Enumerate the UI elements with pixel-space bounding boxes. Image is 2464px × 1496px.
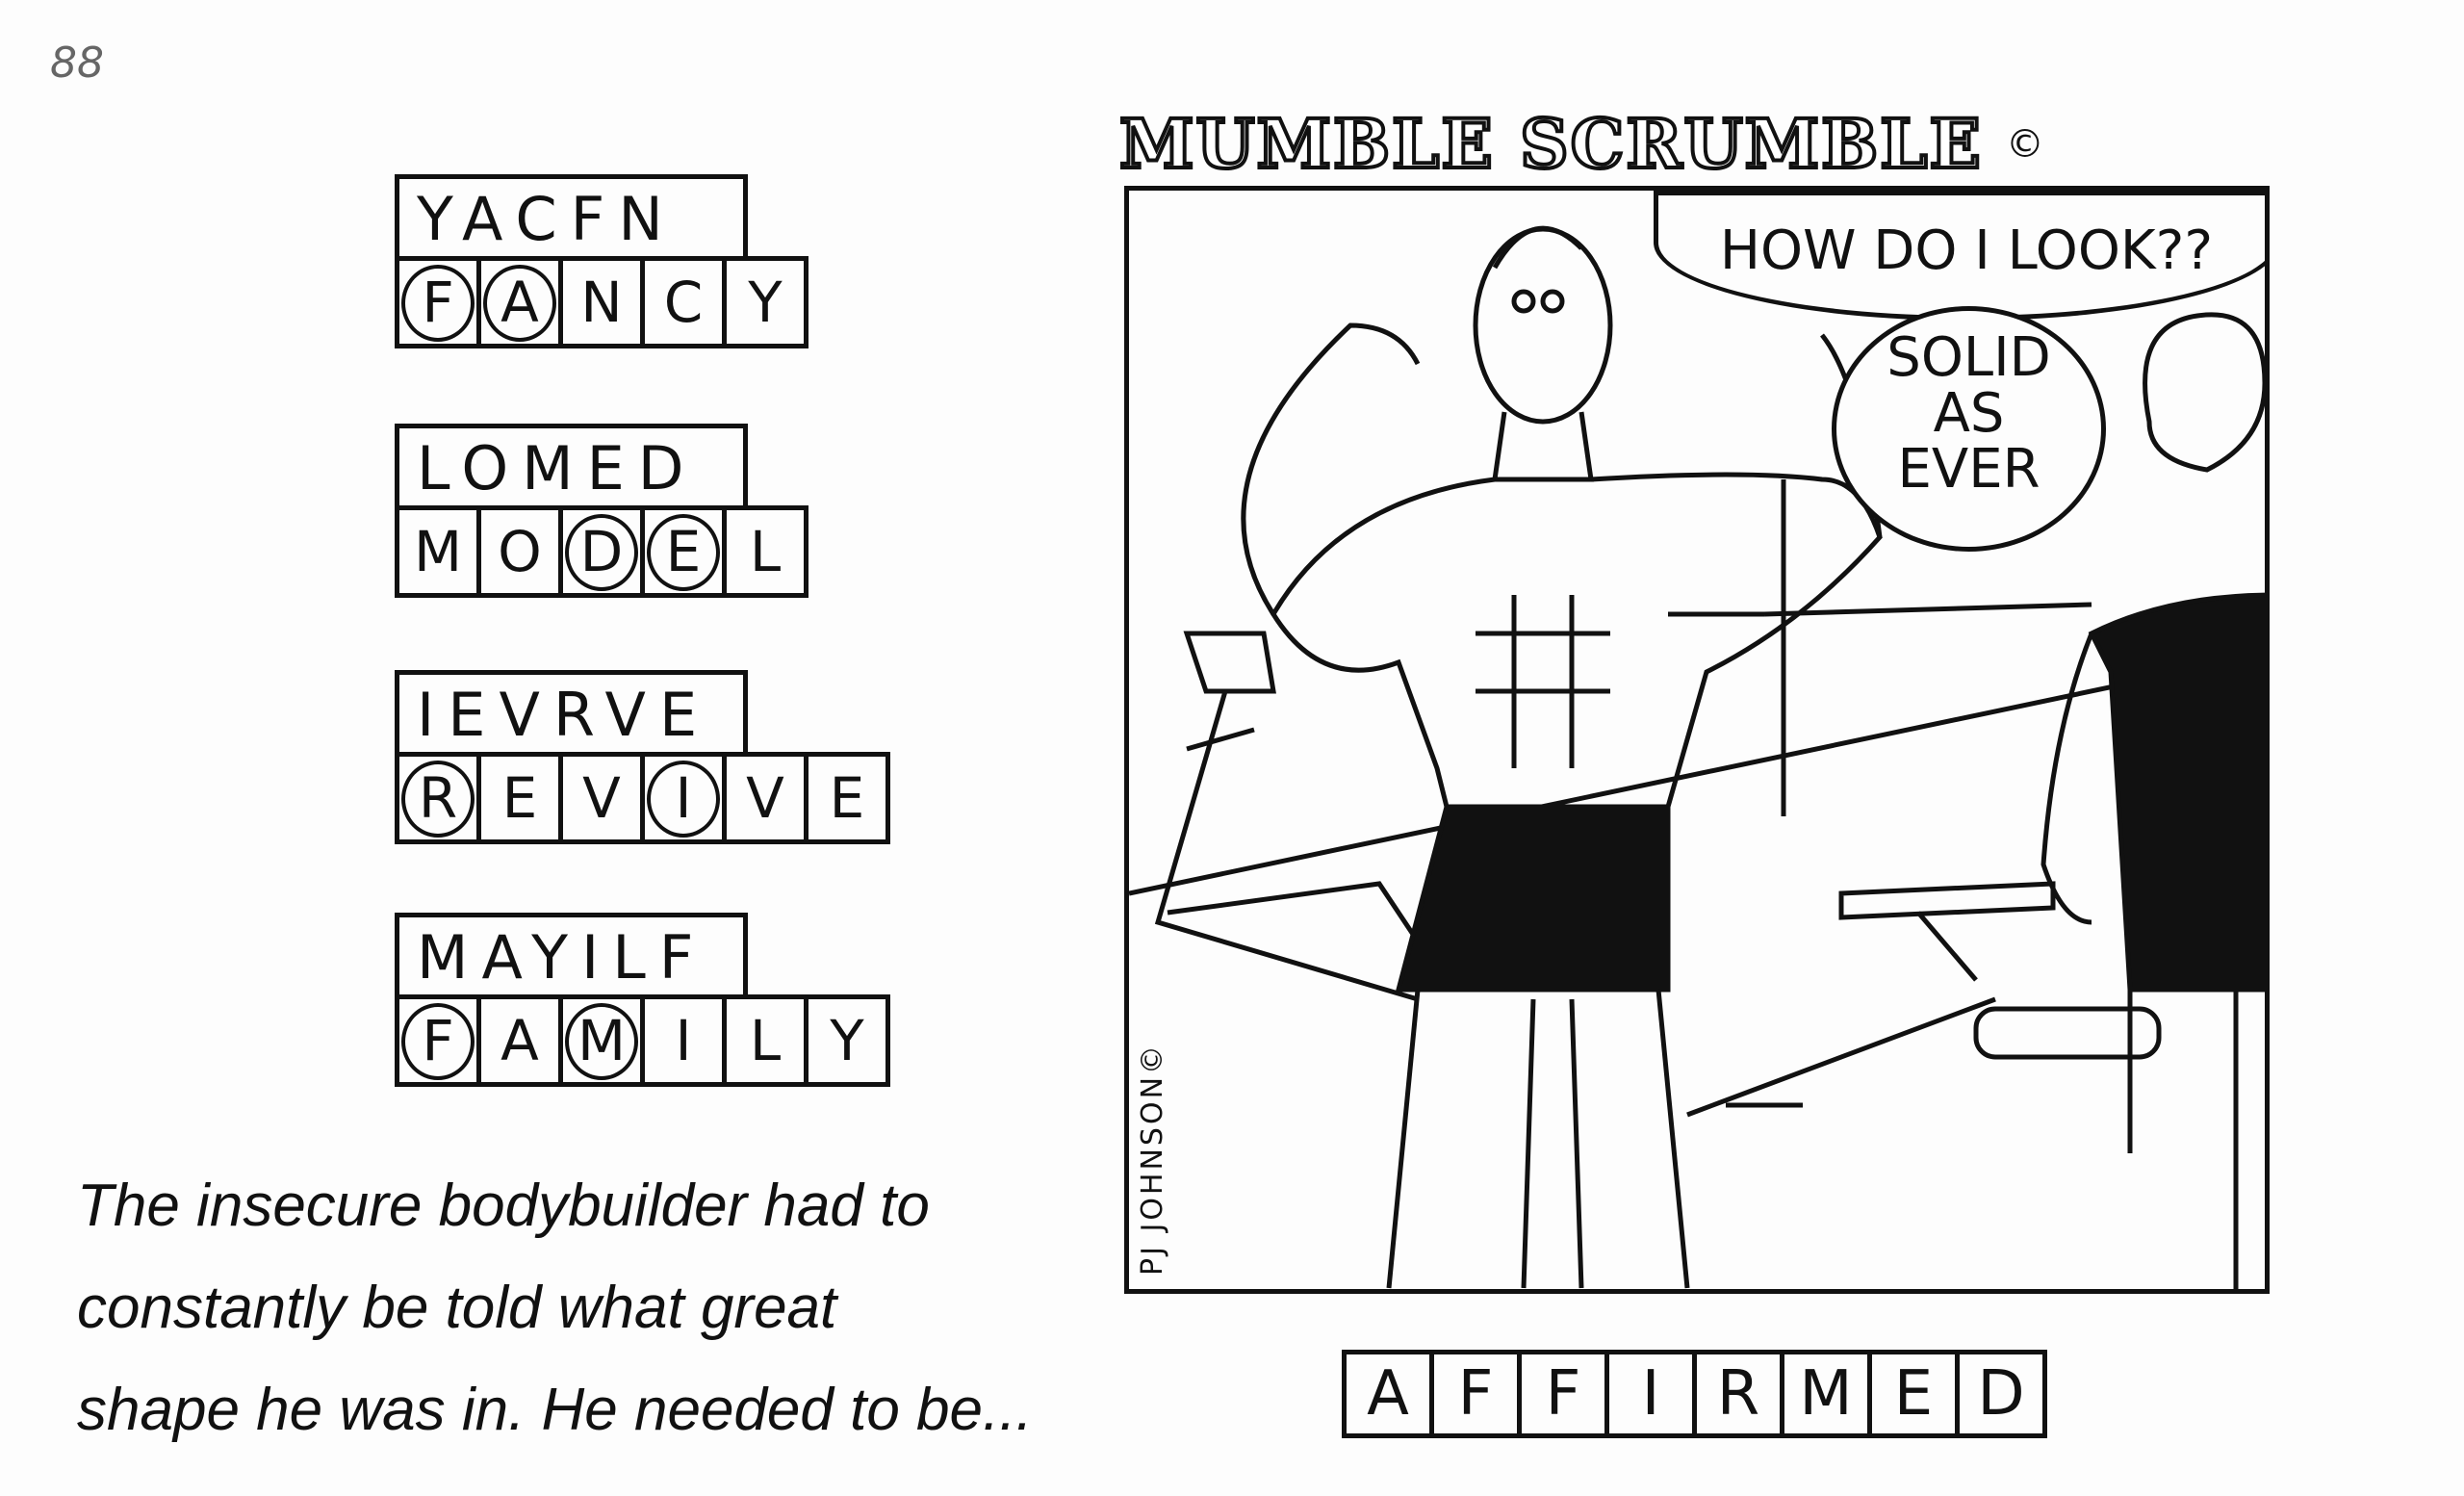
artist-signature: PJ JOHNSON© bbox=[1136, 1042, 1169, 1276]
answer-cell: L bbox=[722, 994, 808, 1087]
weight-bench bbox=[1668, 479, 2092, 1118]
answer-cell-circled: F bbox=[395, 256, 481, 348]
scrambled-word: YACFN bbox=[395, 174, 748, 261]
final-answer-cell: R bbox=[1692, 1350, 1784, 1438]
final-answer-cell: F bbox=[1517, 1350, 1609, 1438]
answer-cell: E bbox=[804, 752, 890, 844]
comic-illustration bbox=[1129, 225, 2265, 1289]
comic-panel: HOW DO I LOOK?? SOLID AS EVER bbox=[1124, 186, 2270, 1294]
final-answer-cell: D bbox=[1955, 1350, 2047, 1438]
scrambled-word: MAYILF bbox=[395, 913, 748, 999]
answer-cell: I bbox=[640, 994, 727, 1087]
answer-cell: A bbox=[476, 994, 563, 1087]
answer-cell: L bbox=[722, 505, 808, 598]
bodybuilder bbox=[1241, 225, 1883, 1289]
treadmill bbox=[1154, 631, 1421, 1002]
final-answer-cell: E bbox=[1867, 1350, 1960, 1438]
comic-title-row: MUMBLE SCRUMBLE © bbox=[1117, 104, 2044, 185]
answer-cell: C bbox=[640, 256, 727, 348]
story-line: The insecure bodybuilder had to bbox=[77, 1173, 930, 1239]
answer-cell: Y bbox=[722, 256, 808, 348]
answer-cell: M bbox=[395, 505, 481, 598]
final-answer-cell: I bbox=[1604, 1350, 1697, 1438]
final-answer-cell: A bbox=[1342, 1350, 1434, 1438]
comic-title: MUMBLE SCRUMBLE bbox=[1117, 104, 1983, 185]
speech-bubble-woman: SOLID AS EVER bbox=[1832, 306, 2106, 552]
answer-cell-circled: F bbox=[395, 994, 481, 1087]
answer-cell: Y bbox=[804, 994, 890, 1087]
answer-cell: V bbox=[558, 752, 645, 844]
answer-cell-circled: M bbox=[558, 994, 645, 1087]
answer-cell: E bbox=[476, 752, 563, 844]
answer-cell: V bbox=[722, 752, 808, 844]
speech-text: SOLID bbox=[1886, 326, 2051, 389]
scrambled-word: LOMED bbox=[395, 424, 748, 510]
answer-cell-circled: I bbox=[640, 752, 727, 844]
answer-cell-circled: E bbox=[640, 505, 727, 598]
story-line: shape he was in. He needed to be... bbox=[77, 1377, 1033, 1443]
page-number: 88 bbox=[50, 39, 104, 88]
final-answer-cell: M bbox=[1780, 1350, 1872, 1438]
story-line: constantly be told what great bbox=[77, 1275, 837, 1341]
speech-text: EVER bbox=[1897, 438, 2040, 501]
speech-text: HOW DO I LOOK?? bbox=[1719, 219, 2214, 282]
answer-cell-circled: R bbox=[395, 752, 481, 844]
copyright-symbol: © bbox=[2005, 122, 2044, 167]
final-answer-cell: F bbox=[1429, 1350, 1522, 1438]
floor-line bbox=[1129, 652, 2265, 896]
answer-cell: O bbox=[476, 505, 563, 598]
scrambled-word: IEVRVE bbox=[395, 670, 748, 757]
answer-cell: N bbox=[558, 256, 645, 348]
answer-cell-circled: A bbox=[476, 256, 563, 348]
story-text: The insecure bodybuilder had to constant… bbox=[77, 1155, 1290, 1461]
speech-text: AS bbox=[1933, 382, 2005, 445]
woman bbox=[1973, 312, 2265, 1289]
answer-cell-circled: D bbox=[558, 505, 645, 598]
